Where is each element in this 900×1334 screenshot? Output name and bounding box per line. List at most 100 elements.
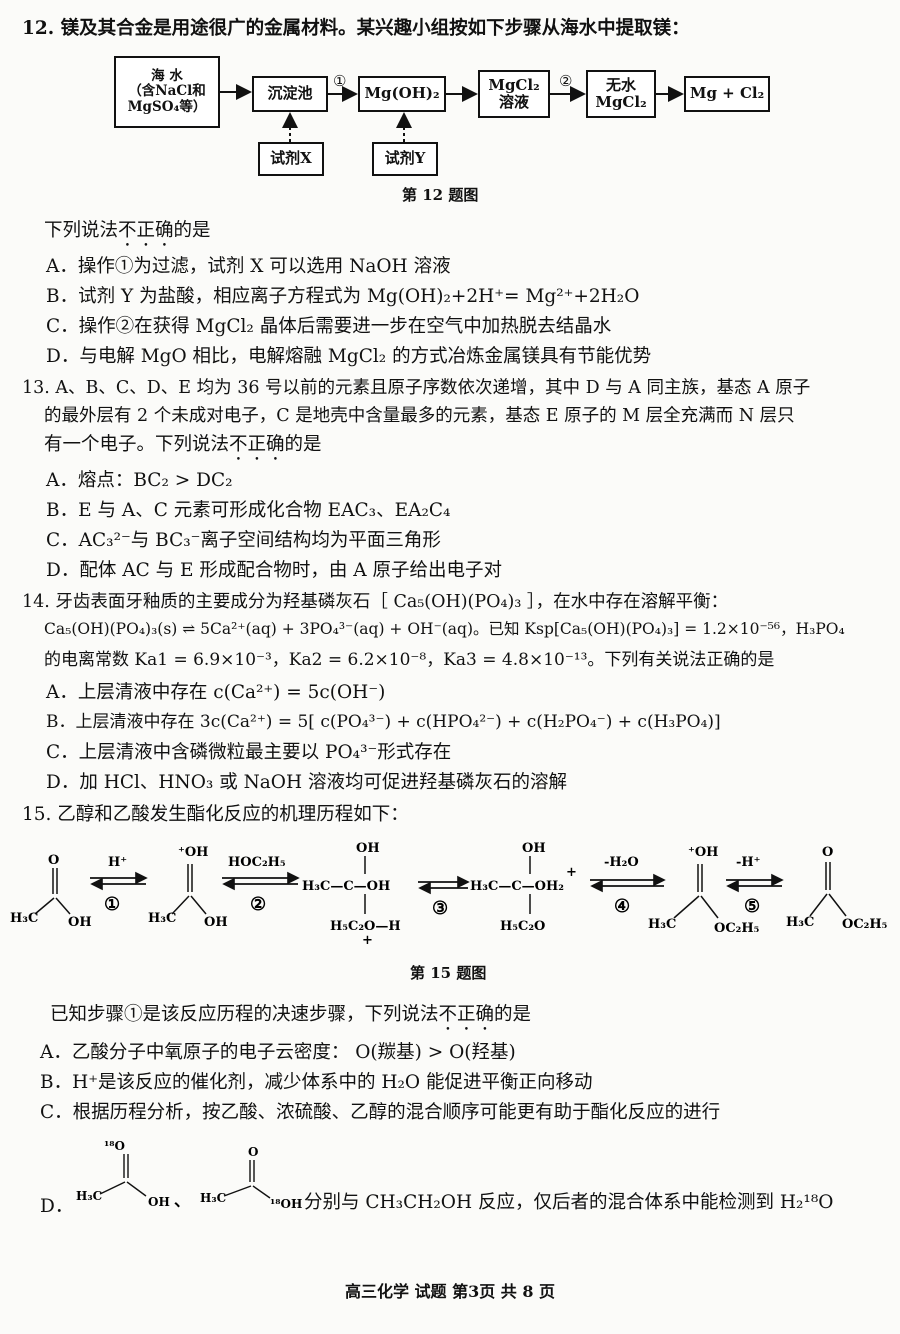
q14-stem-line1: 14. 牙齿表面牙釉质的主要成分为羟基磷灰石［ Ca₅(OH)(PO₄)₃ ］，… [22, 592, 729, 612]
mgcl2-solution-box: MgCl₂ 溶液 [478, 70, 550, 118]
mol3-ethoxy-h: H₅C₂O—H [330, 919, 401, 934]
step1-arrows: H⁺ ① [90, 855, 148, 915]
q15-mechanism: O H₃C OH H⁺ ① ⁺OH H₃C OH HOC₂H₅ ② OH H₃C… [10, 841, 888, 948]
mol3-chain: H₃C—C—OH [302, 879, 390, 894]
q15-prompt: 已知步骤①是该反应历程的决速步骤，下列说法不正确的是 [50, 1004, 531, 1035]
product-label: Mg + Cl₂ [689, 84, 765, 103]
reagent-y-box: 试剂Y [372, 142, 438, 176]
q13-option-b: B．E 与 A、C 元素可形成化合物 EAC₃、EA₂C₄ [46, 500, 451, 521]
mol4-oh-top: OH [522, 841, 546, 856]
anhydrous-mgcl2-box: 无水 MgCl₂ [586, 70, 656, 118]
d-o-2: O [248, 1145, 258, 1159]
mgoh2-box: Mg(OH)₂ [358, 76, 446, 112]
mol-acetic-acid: O H₃C OH [10, 853, 92, 930]
mol2-h3c: H₃C [148, 911, 176, 926]
mol-protonated-ester: ⁺OH H₃C OC₂H₅ [648, 845, 760, 936]
q13-stem-line3: 有一个电子。下列说法不正确的是 [44, 434, 322, 465]
q13-stem-pre: 有一个电子。下列说法 [44, 434, 230, 455]
mol5-h3c: H₃C [648, 917, 676, 932]
q14-option-a: A．上层清液中存在 c(Ca²⁺) = 5c(OH⁻) [46, 682, 386, 703]
q12-prompt-pre: 下列说法 [44, 220, 119, 241]
mol2-oh-plus: ⁺OH [178, 845, 208, 860]
mol3-plus: + [362, 933, 373, 948]
mech-minus-h-plus: -H⁺ [736, 855, 761, 870]
step1-label: ① [333, 72, 347, 90]
anhydrous-line2: MgCl₂ [595, 93, 647, 111]
mgcl2-solution-line1: MgCl₂ [488, 75, 540, 94]
mol-ethyl-acetate: O H₃C OC₂H₅ [786, 845, 888, 932]
mech-minus-h2o: -H₂O [604, 855, 639, 870]
mech-step4: ④ [614, 896, 630, 917]
q14-option-c: C．上层清液中含磷微粒最主要以 PO₄³⁻形式存在 [46, 742, 452, 763]
mech-h-plus: H⁺ [108, 855, 127, 870]
acid-o18-hydroxyl: O H₃C ¹⁸OH [200, 1145, 302, 1211]
reagent-x-box: 试剂X [258, 142, 324, 176]
mol6-o: O [822, 845, 833, 860]
mol-protonated-acid: ⁺OH H₃C OH [148, 845, 228, 930]
acid-o18-carbonyl: ¹⁸O H₃C OH [76, 1139, 170, 1209]
q12-flow-arrows [220, 84, 684, 142]
d-h3c-1: H₃C [76, 1189, 102, 1203]
mgcl2-solution-line2: 溶液 [498, 93, 529, 111]
q12-option-c: C．操作②在获得 MgCl₂ 晶体后需要进一步在空气中加热脱去结晶水 [46, 316, 612, 337]
q15-caption: 第 15 题图 [410, 964, 487, 982]
mol2-oh: OH [204, 915, 228, 930]
reagent-y-label: 试剂Y [384, 149, 426, 168]
q15-option-c: C．根据历程分析，按乙酸、浓硫酸、乙醇的混合顺序可能更有助于酯化反应的进行 [40, 1102, 721, 1123]
q12-option-d: D．与电解 MgO 相比，电解熔融 MgCl₂ 的方式冶炼金属镁具有节能优势 [46, 346, 652, 367]
mol1-o: O [48, 853, 59, 868]
q15-option-d-label: D． [40, 1196, 74, 1217]
mol4-plus: + [566, 865, 577, 880]
mol1-oh: OH [68, 915, 92, 930]
reagent-x-label: 试剂X [270, 149, 312, 168]
mol4-ethoxy: H₅C₂O [500, 919, 545, 934]
d-h3c-2: H₃C [200, 1191, 226, 1205]
q12-stem: 12. 镁及其合金是用途很广的金属材料。某兴趣小组按如下步骤从海水中提取镁： [22, 18, 690, 39]
q13-stem-emph: 不正确 [229, 434, 285, 455]
mol-intermediate-4: OH H₃C—C—OH₂ + H₅C₂O [470, 841, 577, 934]
seawater-label: 海 水 [151, 67, 183, 84]
step4-arrows: -H₂O ④ [590, 855, 666, 917]
q15-option-d-text: 分别与 CH₃CH₂OH 反应，仅后者的混合体系中能检测到 H₂¹⁸O [304, 1192, 834, 1213]
step5-arrows: -H⁺ ⑤ [726, 855, 784, 917]
seawater-note-1: （含NaCl和 [128, 83, 206, 100]
mgoh2-label: Mg(OH)₂ [364, 84, 440, 103]
q12-prompt-post: 的是 [173, 220, 211, 241]
product-box: Mg + Cl₂ [684, 76, 770, 112]
q12-option-b: B．试剂 Y 为盐酸，相应离子方程式为 Mg(OH)₂+2H⁺= Mg²⁺+2H… [46, 286, 640, 307]
mol5-oc2h5: OC₂H₅ [714, 921, 760, 936]
tank-box: 沉淀池 [252, 76, 328, 112]
tank-label: 沉淀池 [267, 84, 313, 103]
q13-stem-post: 的是 [284, 434, 322, 455]
mol6-h3c: H₃C [786, 915, 814, 930]
step3-arrows: ③ [418, 875, 470, 919]
q12-caption: 第 12 题图 [402, 186, 479, 204]
mech-step1: ① [104, 894, 120, 915]
mech-step3: ③ [432, 898, 448, 919]
q12-prompt: 下列说法不正确的是 [44, 220, 211, 251]
mech-hoc2h5: HOC₂H₅ [228, 855, 286, 870]
mol6-oc2h5: OC₂H₅ [842, 917, 888, 932]
d-oh-1: OH [148, 1195, 170, 1209]
mech-step5: ⑤ [744, 896, 760, 917]
q12-prompt-emph: 不正确 [118, 220, 174, 241]
q14-stem-line3: 的电离常数 Ka1 = 6.9×10⁻³，Ka2 = 6.2×10⁻⁸，Ka3 … [44, 650, 775, 670]
seawater-box: 海 水 （含NaCl和 MgSO₄等） [114, 56, 220, 128]
q15-stem: 15. 乙醇和乙酸发生酯化反应的机理历程如下： [22, 804, 409, 825]
q12-option-a: A．操作①为过滤，试剂 X 可以选用 NaOH 溶液 [46, 256, 451, 277]
step2-arrows: HOC₂H₅ ② [222, 855, 300, 915]
mech-step2: ② [250, 894, 266, 915]
seawater-note-2: MgSO₄等） [127, 98, 207, 115]
step2-label: ② [559, 72, 573, 90]
page-footer: 高三化学 试题 第3页 共 8 页 [344, 1282, 556, 1301]
q15-option-d-structures: ¹⁸O H₃C OH 、 O H₃C ¹⁸OH [76, 1139, 302, 1211]
q13-stem-line1: 13. A、B、C、D、E 均为 36 号以前的元素且原子序数依次递增，其中 D… [22, 378, 811, 398]
q15-prompt-emph: 不正确 [438, 1004, 495, 1025]
q14-stem-line2: Ca₅(OH)(PO₄)₃(s) ⇌ 5Ca²⁺(aq) + 3PO₄³⁻(aq… [44, 620, 845, 638]
q13-option-c: C．AC₃²⁻与 BC₃⁻离子空间结构均为平面三角形 [46, 530, 441, 551]
anhydrous-line1: 无水 [605, 75, 636, 94]
mol4-chain: H₃C—C—OH₂ [470, 879, 564, 894]
q15-prompt-pre: 已知步骤①是该反应历程的决速步骤，下列说法 [50, 1004, 439, 1025]
mol-intermediate-3: OH H₃C—C—OH H₅C₂O—H + [302, 841, 401, 948]
mol3-oh-top: OH [356, 841, 380, 856]
